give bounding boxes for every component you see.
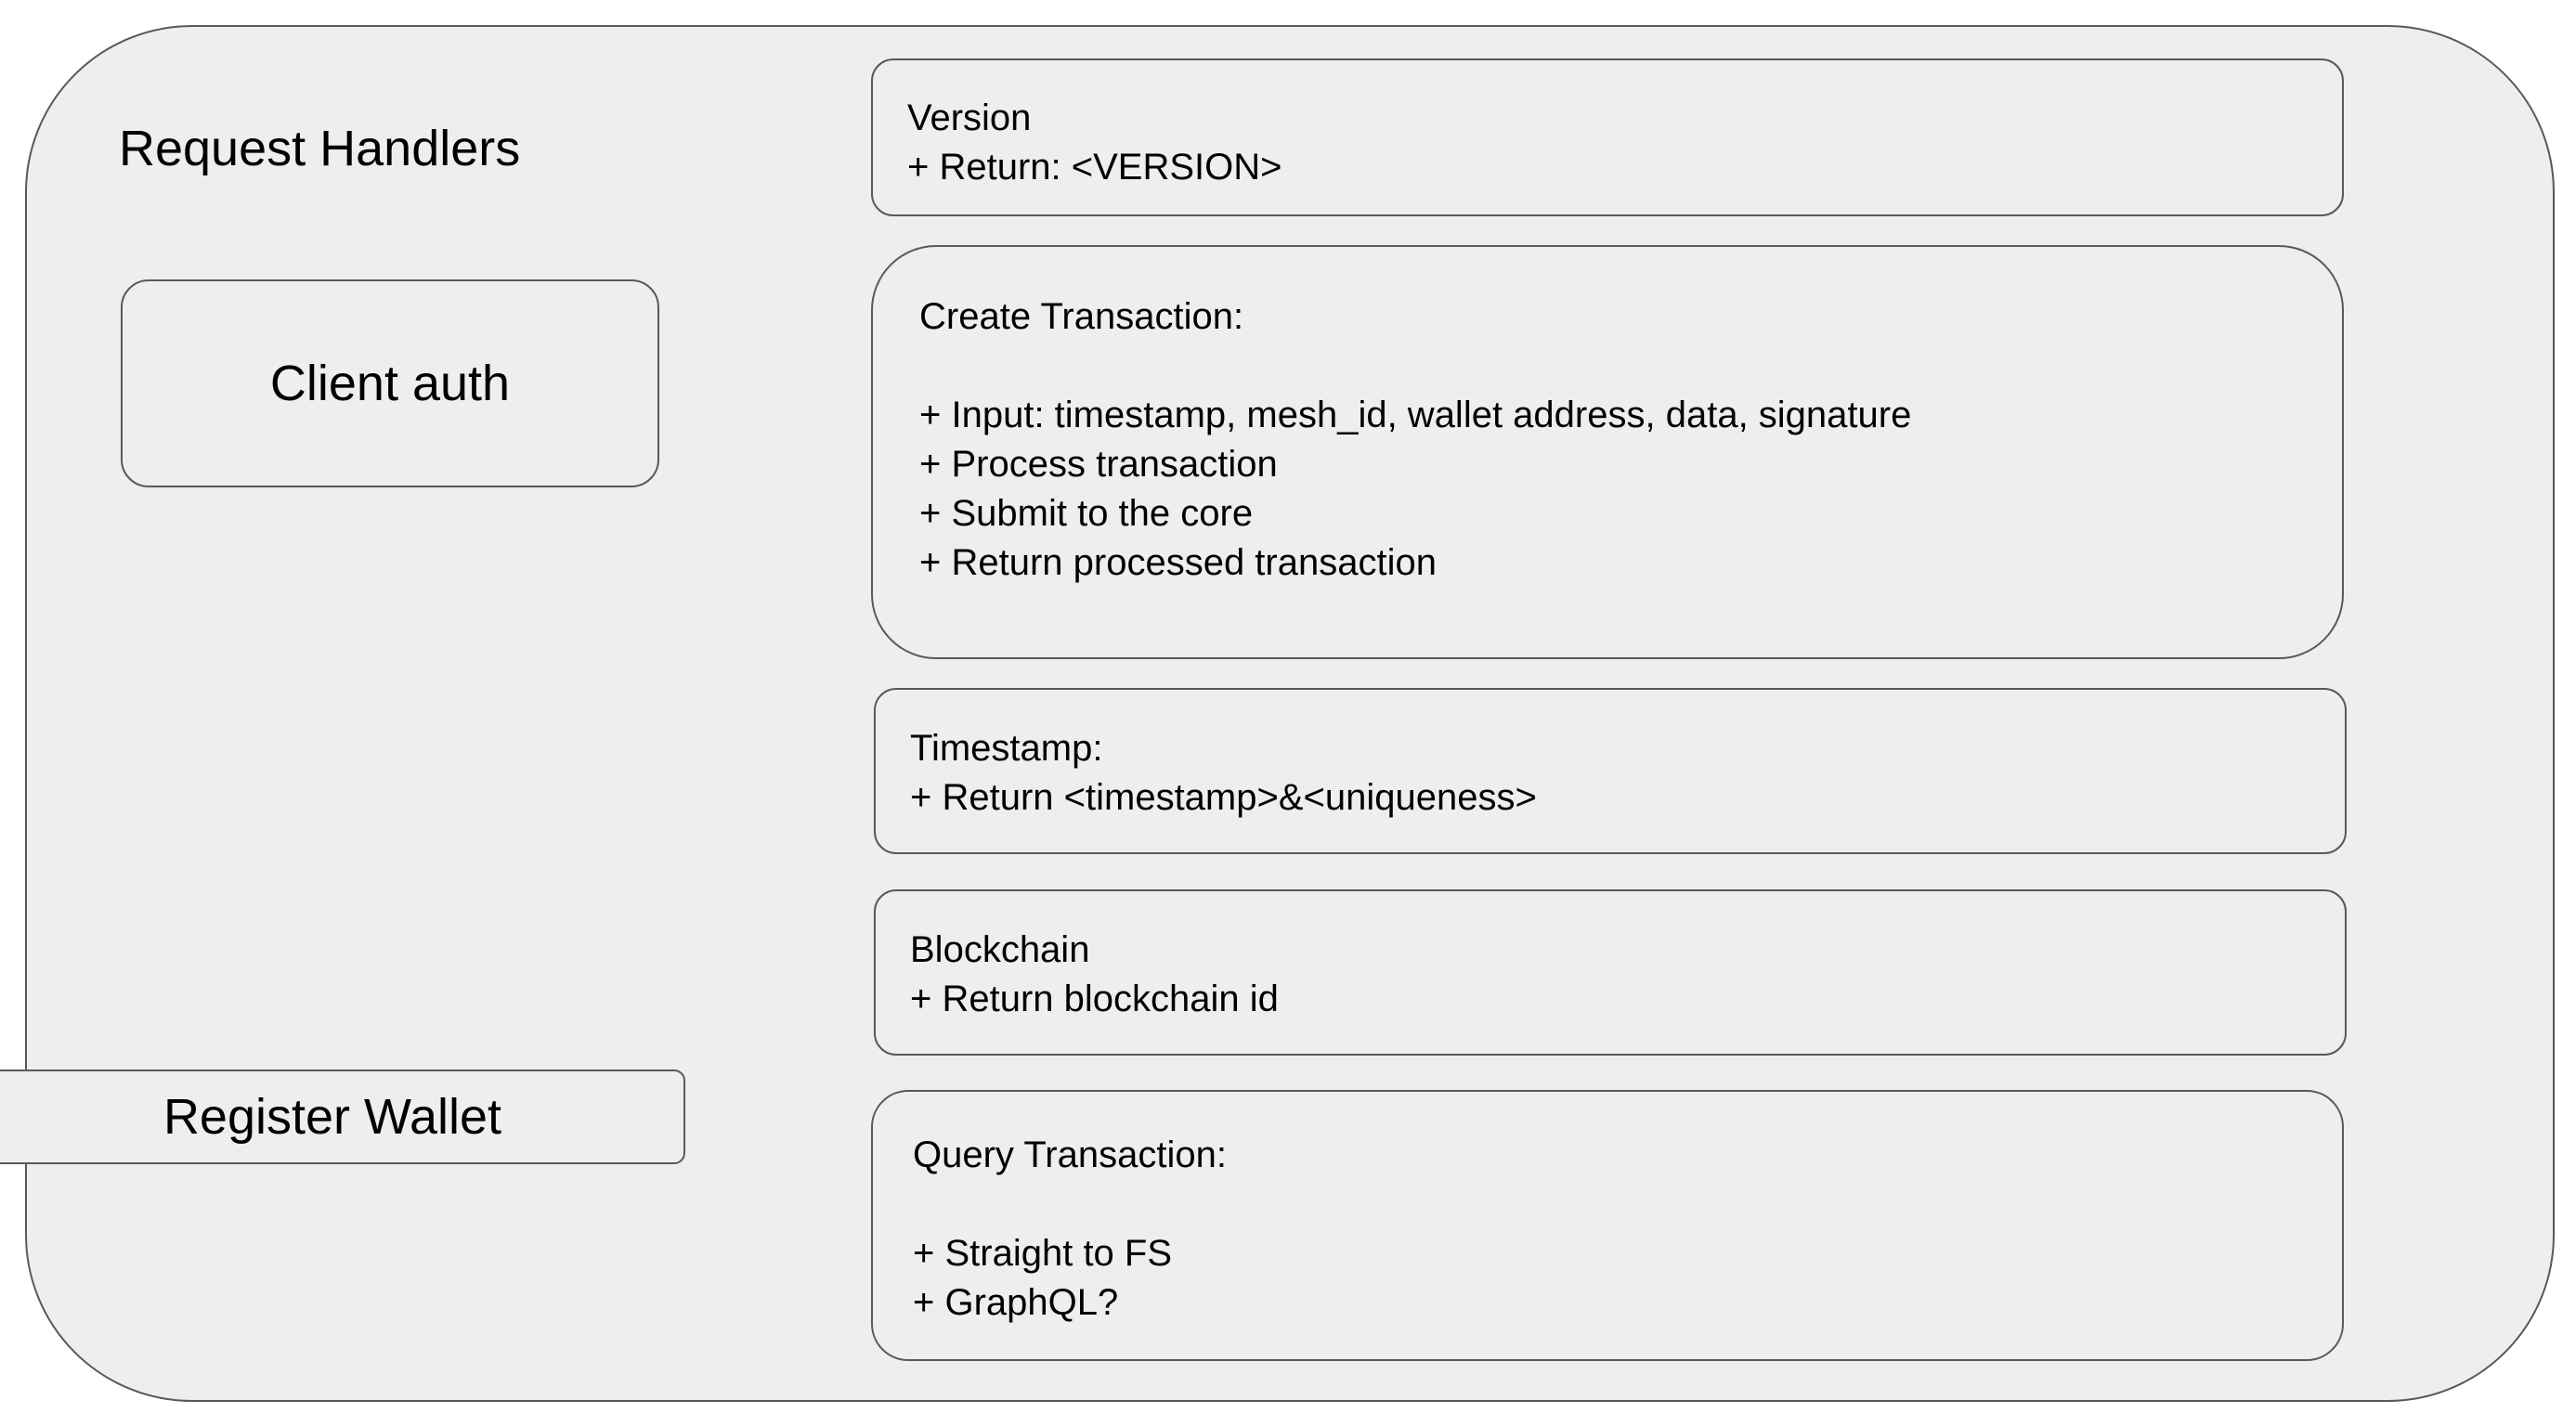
blockchain-card-line: + Return blockchain id	[910, 979, 1279, 1019]
blockchain-card: Blockchain + Return blockchain id	[874, 889, 2347, 1056]
container-title: Request Handlers	[119, 121, 521, 176]
register-wallet-box: Register Wallet	[0, 1070, 685, 1164]
create-transaction-card: Create Transaction: + Input: timestamp, …	[871, 245, 2344, 659]
create-transaction-card-line: + Input: timestamp, mesh_id, wallet addr…	[919, 395, 1912, 435]
version-card-title: Version	[907, 97, 1032, 138]
query-transaction-card-title: Query Transaction:	[913, 1134, 1227, 1175]
client-auth-label: Client auth	[269, 356, 511, 411]
query-transaction-card: Query Transaction: + Straight to FS + Gr…	[871, 1090, 2344, 1361]
query-transaction-card-line: + GraphQL?	[913, 1282, 1119, 1323]
blockchain-card-title: Blockchain	[910, 929, 1090, 970]
query-transaction-card-line: + Straight to FS	[913, 1233, 1173, 1274]
register-wallet-label: Register Wallet	[163, 1089, 502, 1145]
create-transaction-card-line: + Submit to the core	[919, 493, 1254, 534]
timestamp-card-title: Timestamp:	[910, 728, 1103, 769]
create-transaction-card-line: + Return processed transaction	[919, 542, 1437, 583]
create-transaction-card-line: + Process transaction	[919, 444, 1278, 485]
version-card: Version + Return: <VERSION>	[871, 58, 2344, 216]
timestamp-card: Timestamp: + Return <timestamp>&<uniquen…	[874, 688, 2347, 854]
create-transaction-card-title: Create Transaction:	[919, 296, 1244, 337]
version-card-line: + Return: <VERSION>	[907, 147, 1282, 188]
client-auth-box: Client auth	[121, 279, 659, 487]
timestamp-card-line: + Return <timestamp>&<uniqueness>	[910, 777, 1537, 818]
